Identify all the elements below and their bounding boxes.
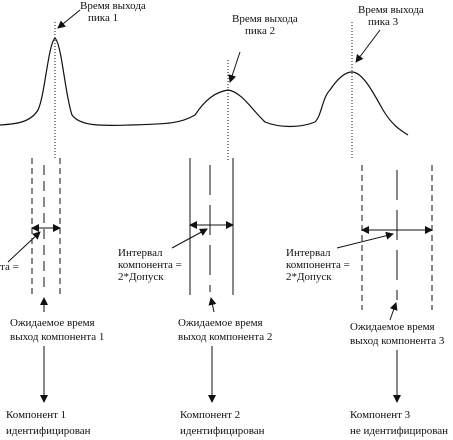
peak-3-label-line2: пика 3	[368, 16, 399, 28]
expected-1-label-line2: выход компонента 1	[10, 331, 104, 343]
interval-3-label-line3: 2*Допуск	[286, 271, 332, 283]
peak-1-arrow	[57, 9, 81, 29]
peak-1-label-line2: пика 1	[88, 12, 118, 24]
expected-2-arrow	[208, 297, 217, 313]
interval-2-label-line2: компонента =	[118, 259, 182, 271]
result-2-label-line2: идентифицирован	[180, 425, 265, 437]
component-2-window	[189, 158, 234, 295]
interval-3-label-line2: компонента =	[286, 259, 350, 271]
result-3-label-line2: не идентифицирован	[350, 425, 448, 437]
expected-2-label-line1: Ожидаемое время	[178, 317, 263, 329]
interval-1-arrow	[7, 231, 41, 263]
result-2-label-line1: Компонент 2	[180, 409, 240, 421]
expected-3-arrow	[389, 302, 398, 321]
interval-2-arrow	[171, 228, 208, 249]
expected-1-label-line1: Ожидаемое время	[10, 317, 95, 329]
peak-2-label-line1: Время выхода	[232, 13, 298, 25]
interval-2-label-line1: Интервал	[118, 247, 163, 259]
interval-3-label-line1: Интервал	[286, 247, 331, 259]
peak-3-label-line1: Время выхода	[358, 4, 424, 16]
result-1-label-line2: идентифицирован	[6, 425, 91, 437]
interval-2-label-line3: 2*Допуск	[118, 271, 164, 283]
interval-3-arrow	[336, 231, 394, 249]
expected-2-label-line2: выход компонента 2	[178, 331, 272, 343]
peak-1-label-line1: Время выхода	[80, 0, 146, 12]
interval-1-label-partial: та =	[0, 261, 19, 273]
result-3-label-line1: Компонент 3	[350, 409, 411, 421]
result-1-label-line1: Компонент 1	[6, 409, 66, 421]
peak-3-arrow	[355, 29, 381, 63]
chromatogram-curve	[0, 37, 409, 136]
expected-3-label-line2: выход компонента 3	[350, 335, 445, 347]
component-3-window	[361, 165, 433, 310]
peak-2-label-line2: пика 2	[245, 25, 275, 37]
peak-2-arrow	[228, 51, 241, 83]
expected-3-label-line1: Ожидаемое время	[350, 321, 435, 333]
component-1-window	[31, 158, 61, 295]
